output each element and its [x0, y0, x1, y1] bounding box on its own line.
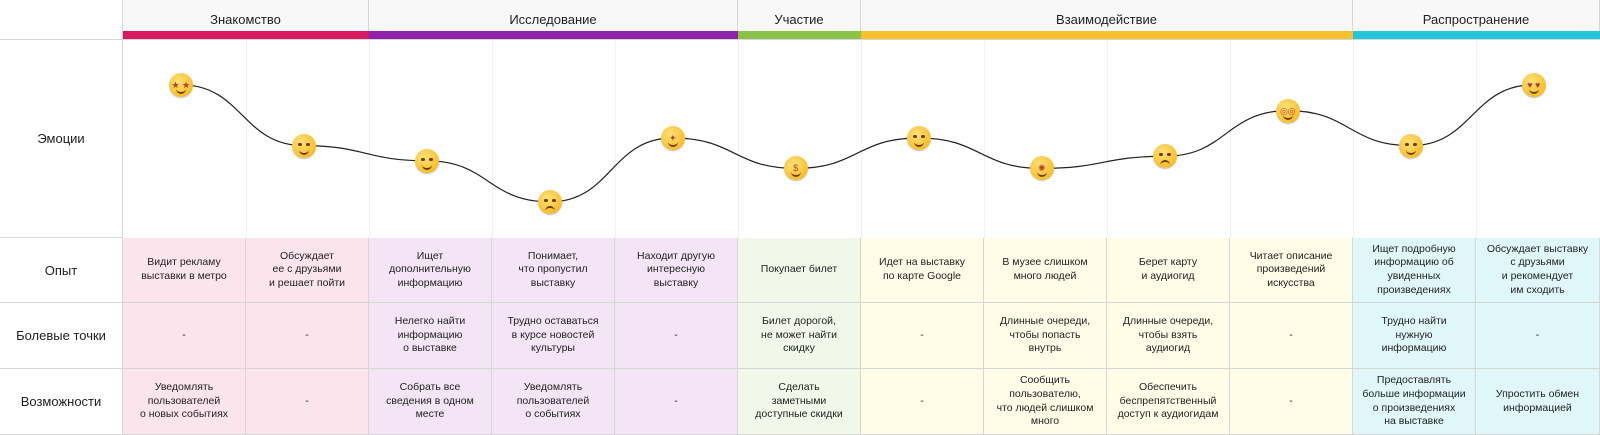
opportunity-cell: -: [615, 369, 738, 435]
emotion-gridline: [738, 40, 739, 238]
experience-cell: В музее слишком много людей: [984, 238, 1107, 303]
experience-cell: Ищет подробную информацию об увиденных п…: [1353, 238, 1476, 303]
opportunity-cell: Сделать заметными доступные скидки: [738, 369, 861, 435]
opportunity-cell: Упростить обмен информацией: [1476, 369, 1600, 435]
party-emoji-icon: ✦: [660, 126, 685, 150]
phase-label: Взаимодействие: [1056, 12, 1157, 27]
phase-label: Распространение: [1422, 12, 1530, 27]
pain-point-cell: -: [1230, 303, 1353, 369]
experience-cell: Берет карту и аудиогид: [1107, 238, 1230, 303]
opportunity-cell: Собрать все сведения в одном месте: [369, 369, 492, 435]
nerd-emoji-icon: ◎◎: [1275, 98, 1300, 123]
opportunity-cell: Уведомлять пользователей о событиях: [492, 369, 615, 435]
phase-empty-corner: [0, 0, 123, 40]
emotion-gridline: [1476, 40, 1477, 238]
experience-cell: Обсуждает ее с друзьями и решает пойти: [246, 238, 369, 303]
experience-cell: Ищет дополнительную информацию: [369, 238, 492, 303]
row-label-pain-points: Болевые точки: [0, 303, 123, 369]
emotion-gridline: [492, 40, 493, 238]
phase-color-bar-distribution: [1353, 31, 1600, 39]
experience-cell: Читает описание произведений искусства: [1230, 238, 1353, 303]
experience-cell: Идет на выставку по карте Google: [861, 238, 984, 303]
experience-cell: Понимает, что пропустил выставку: [492, 238, 615, 303]
pain-point-cell: -: [615, 303, 738, 369]
pain-point-cell: -: [1476, 303, 1600, 369]
unamused-emoji-icon: [1152, 144, 1177, 169]
heart-eyes-emoji-icon: ♥ ♥: [1521, 72, 1546, 97]
experience-cell: Покупает билет: [738, 238, 861, 303]
emotion-gridline: [246, 40, 247, 238]
row-label-text: Возможности: [20, 394, 102, 409]
smiling-emoji-icon: [906, 126, 931, 150]
row-label-emotions: Эмоции: [0, 40, 123, 238]
experience-cell: Находит другую интересную выставку: [615, 238, 738, 303]
emotion-gridline: [369, 40, 370, 238]
emotion-curve: [180, 84, 1534, 203]
phase-color-bar-interaction: [861, 31, 1353, 39]
experience-cell: Видит рекламу выставки в метро: [123, 238, 246, 303]
pain-point-cell: Длинные очереди, чтобы попасть внутрь: [984, 303, 1107, 369]
emotion-curve-area: ★ ★ ✦ $ ✺ ◎◎ ♥ ♥: [123, 40, 1600, 239]
relieved-emoji-icon: [291, 133, 316, 158]
row-label-text: Эмоции: [37, 131, 85, 146]
money-mouth-emoji-icon: $: [783, 156, 808, 181]
row-label-experience: Опыт: [0, 238, 123, 303]
emotion-gridline: [1230, 40, 1231, 238]
phase-label: Участие: [774, 12, 824, 27]
emotion-gridline: [861, 40, 862, 238]
emotion-gridline: [1353, 40, 1354, 238]
emotion-gridline: [615, 40, 616, 238]
phase-color-bar-acquaintance: [123, 31, 369, 39]
phase-label: Знакомство: [210, 12, 281, 27]
phase-color-bar-participation: [738, 31, 861, 39]
star-struck-emoji-icon: ★ ★: [168, 72, 193, 97]
emotion-gridline: [984, 40, 985, 238]
emotion-curve-svg: [180, 84, 1534, 203]
pain-point-cell: -: [246, 303, 369, 369]
opportunity-cell: -: [861, 369, 984, 435]
row-label-text: Опыт: [44, 262, 78, 278]
pain-point-cell: Билет дорогой, не может найти скидку: [738, 303, 861, 369]
opportunity-cell: -: [246, 369, 369, 435]
pain-point-cell: Трудно оставаться в курсе новостей культ…: [492, 303, 615, 369]
opportunity-cell: Уведомлять пользователей о новых события…: [123, 369, 246, 435]
monocle-emoji-icon: [1398, 133, 1423, 158]
row-label-opportunities: Возможности: [0, 369, 123, 435]
opportunity-cell: -: [1230, 369, 1353, 435]
pain-point-cell: Длинные очереди, чтобы взять аудиогид: [1107, 303, 1230, 369]
opportunity-cell: Предоставлять больше информации о произв…: [1353, 369, 1476, 435]
exploding-head-emoji-icon: ✺: [1029, 156, 1054, 181]
pain-point-cell: Нелегко найти информацию о выставке: [369, 303, 492, 369]
opportunity-cell: Сообщить пользователю, что людей слишком…: [984, 369, 1107, 435]
row-label-text: Болевые точки: [16, 328, 106, 343]
opportunity-cell: Обеспечить беспрепятственный доступ к ау…: [1107, 369, 1230, 435]
tired-emoji-icon: [537, 189, 562, 214]
phase-color-bar-research: [369, 31, 738, 39]
emotion-gridline: [1107, 40, 1108, 238]
phase-label: Исследование: [509, 12, 597, 27]
experience-cell: Обсуждает выставку с друзьями и рекоменд…: [1476, 238, 1600, 303]
pain-point-cell: Трудно найти нужную информацию: [1353, 303, 1476, 369]
thinking-emoji-icon: [414, 148, 439, 173]
pain-point-cell: -: [123, 303, 246, 369]
pain-point-cell: -: [861, 303, 984, 369]
